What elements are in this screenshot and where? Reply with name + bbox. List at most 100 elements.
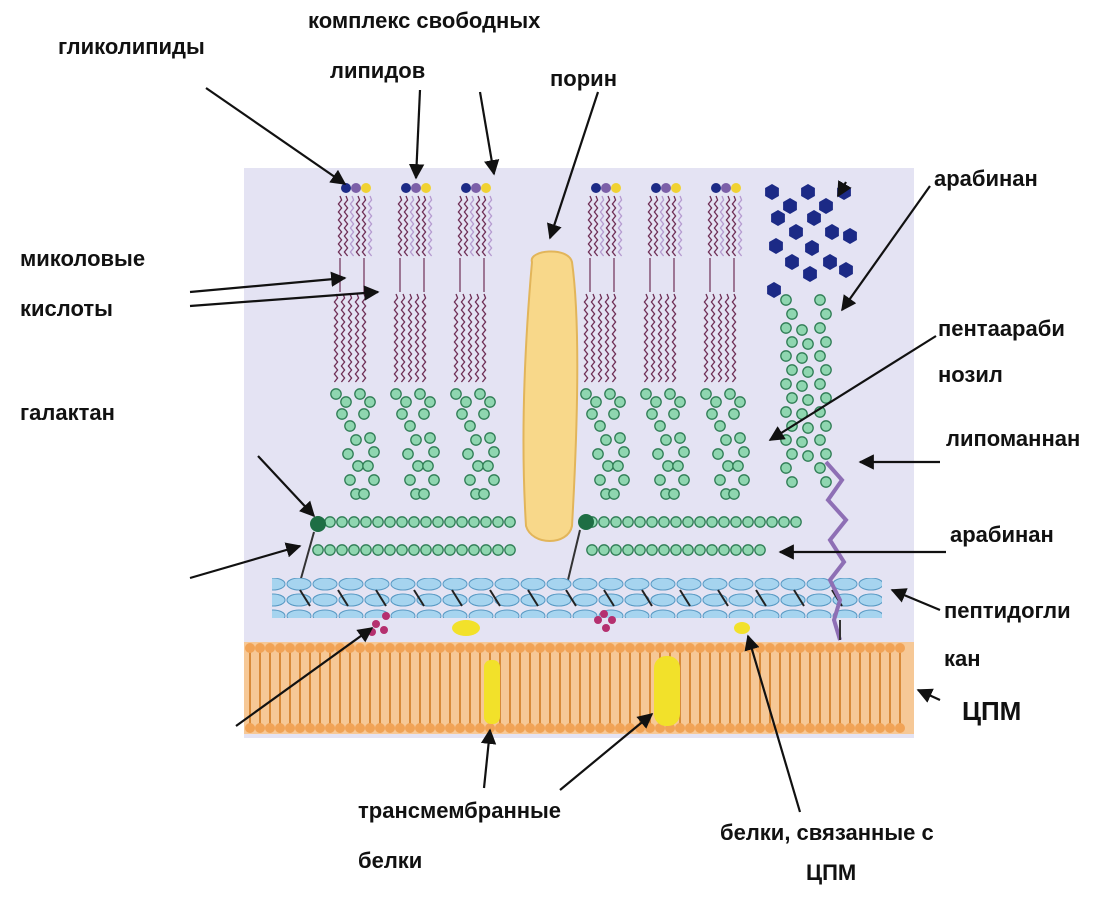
- sugar-ring: [781, 323, 791, 333]
- lipid-head-outer: [465, 643, 475, 653]
- lipid-head-inner: [895, 723, 905, 733]
- sugar-ring: [815, 295, 825, 305]
- lipid-head-outer: [385, 643, 395, 653]
- sugar-ring: [659, 517, 669, 527]
- glycolipid-head: [401, 183, 411, 193]
- sugar-ring: [797, 325, 807, 335]
- sugar-ring: [587, 409, 597, 419]
- sugar-ring: [679, 475, 689, 485]
- sugar-ring: [675, 397, 685, 407]
- sugar-ring: [701, 389, 711, 399]
- lipid-head-inner: [875, 723, 885, 733]
- lipid-head-inner: [505, 723, 515, 733]
- sugar-ring: [605, 389, 615, 399]
- sugar-ring: [739, 447, 749, 457]
- porin-body: [524, 251, 578, 541]
- peptidoglycan-lower-row: [272, 594, 882, 618]
- sugar-ring: [457, 517, 467, 527]
- sugar-ring: [821, 309, 831, 319]
- pointer-arrow: [918, 690, 940, 700]
- sugar-ring: [695, 545, 705, 555]
- sugar-ring: [821, 337, 831, 347]
- lipid-head-inner: [305, 723, 315, 733]
- lipid-head-outer: [645, 643, 655, 653]
- sugar-ring: [613, 461, 623, 471]
- sugar-ring: [461, 397, 471, 407]
- lipid-head-inner: [745, 723, 755, 733]
- sugar-ring: [711, 397, 721, 407]
- lipid-head-inner: [555, 723, 565, 733]
- lipid-head-outer: [245, 643, 255, 653]
- sugar-ring: [489, 447, 499, 457]
- magenta-molecule: [608, 616, 616, 624]
- lipid-head-outer: [765, 643, 775, 653]
- pointer-arrow: [484, 730, 490, 788]
- lipid-head-outer: [855, 643, 865, 653]
- sugar-ring: [349, 545, 359, 555]
- lipid-head-inner: [805, 723, 815, 733]
- sugar-ring: [815, 323, 825, 333]
- sugar-ring: [713, 449, 723, 459]
- sugar-ring: [623, 517, 633, 527]
- sugar-ring: [337, 545, 347, 555]
- sugar-ring: [475, 389, 485, 399]
- lipid-head-outer: [435, 643, 445, 653]
- lipid-head-outer: [585, 643, 595, 653]
- sugar-ring: [385, 545, 395, 555]
- sugar-ring: [413, 461, 423, 471]
- sugar-ring: [343, 449, 353, 459]
- sugar-ring: [419, 409, 429, 419]
- label-porin: порин: [550, 62, 617, 96]
- lipid-head-inner: [365, 723, 375, 733]
- sugar-ring: [779, 517, 789, 527]
- sugar-ring: [609, 489, 619, 499]
- label-lipomannan: липоманнан: [946, 422, 1080, 456]
- lipid-head-inner: [525, 723, 535, 733]
- sugar-ring: [653, 449, 663, 459]
- galactan-anchor: [310, 516, 326, 532]
- glycolipid-head: [601, 183, 611, 193]
- sugar-ring: [587, 545, 597, 555]
- sugar-ring: [721, 435, 731, 445]
- glycolipid-head: [341, 183, 351, 193]
- glycolipid-head: [411, 183, 421, 193]
- sugar-ring: [469, 517, 479, 527]
- lipid-head-outer: [755, 643, 765, 653]
- sugar-ring: [429, 447, 439, 457]
- magenta-molecule: [380, 626, 388, 634]
- sugar-ring: [743, 545, 753, 555]
- lipid-head-outer: [305, 643, 315, 653]
- lipid-head-inner: [725, 723, 735, 733]
- sugar-ring: [369, 447, 379, 457]
- sugar-ring: [635, 517, 645, 527]
- sugar-ring: [815, 463, 825, 473]
- sugar-ring: [341, 397, 351, 407]
- lipid-head-inner: [605, 723, 615, 733]
- sugar-ring: [479, 409, 489, 419]
- sugar-ring: [485, 433, 495, 443]
- sugar-ring: [787, 477, 797, 487]
- lipid-head-inner: [335, 723, 345, 733]
- sugar-ring: [603, 461, 613, 471]
- sugar-ring: [373, 545, 383, 555]
- sugar-ring: [429, 475, 439, 485]
- sugar-ring: [803, 451, 813, 461]
- sugar-ring: [493, 545, 503, 555]
- porin-channel: [524, 251, 578, 541]
- sugar-ring: [797, 353, 807, 363]
- sugar-ring: [425, 397, 435, 407]
- peripheral-protein: [452, 620, 480, 636]
- sugar-ring: [325, 517, 335, 527]
- sugar-ring: [481, 545, 491, 555]
- sugar-ring: [787, 337, 797, 347]
- sugar-ring: [365, 397, 375, 407]
- sugar-ring: [433, 545, 443, 555]
- glycolipid-head: [611, 183, 621, 193]
- sugar-ring: [331, 389, 341, 399]
- sugar-ring: [361, 517, 371, 527]
- sugar-ring: [679, 447, 689, 457]
- lipid-head-inner: [645, 723, 655, 733]
- lipid-head-outer: [515, 643, 525, 653]
- sugar-ring: [707, 409, 717, 419]
- sugar-ring: [623, 545, 633, 555]
